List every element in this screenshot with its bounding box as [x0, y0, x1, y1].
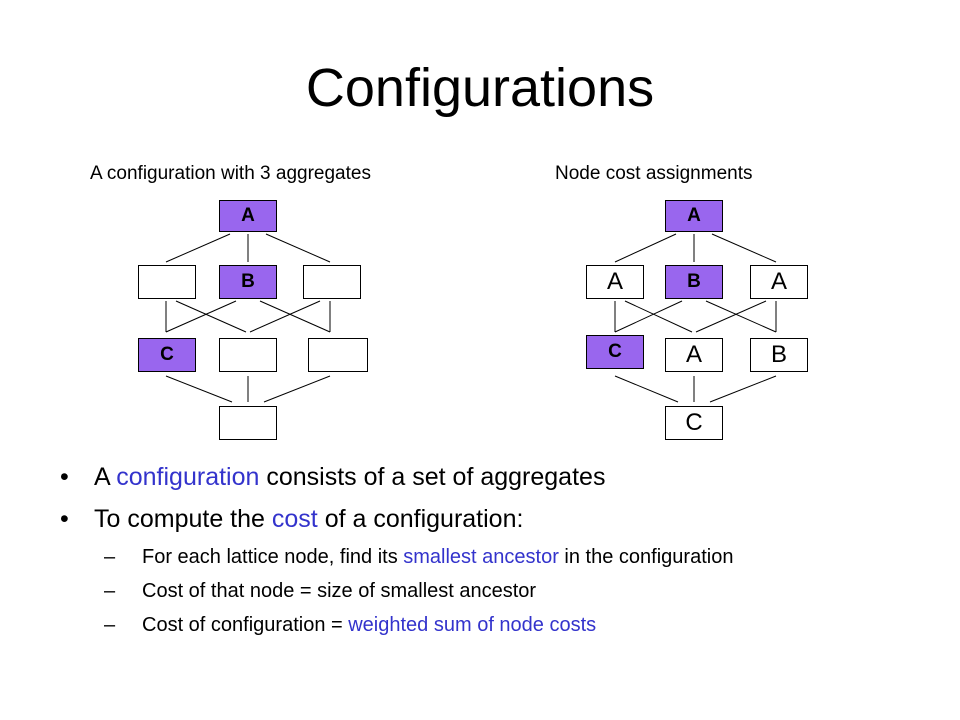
sub-bullet-text: in the configuration [558, 546, 734, 568]
bullet-text: consists of a set of aggregates [259, 463, 606, 491]
right-node-low-right: B [750, 338, 808, 372]
sub-bullet-item: – For each lattice node, find its smalles… [60, 546, 920, 569]
highlight-term: smallest ancestor [403, 546, 559, 568]
right-node-low-left-aggregate: C [586, 335, 644, 369]
edge [624, 300, 693, 333]
edge [711, 233, 777, 263]
edge [175, 300, 247, 333]
sub-bullet-item: – Cost of that node = size of smallest an… [60, 580, 920, 603]
right-node-mid-left: A [586, 265, 644, 299]
sub-bullet-dash: – [104, 580, 116, 602]
left-node-mid-left [138, 265, 196, 299]
lattice-diagrams: A B C A A B A C A B C [138, 200, 808, 440]
edge [614, 300, 683, 333]
left-node-top-aggregate: A [219, 200, 277, 232]
bullet-text: A [94, 463, 117, 491]
sub-bullet-text: For each lattice node, find its [142, 546, 404, 568]
bullet-item: • To compute the cost of a configuration: [60, 504, 920, 534]
edge [614, 233, 677, 263]
left-node-low-right [308, 338, 368, 372]
left-node-mid-center-aggregate: B [219, 265, 277, 299]
right-node-bottom: C [665, 406, 723, 440]
edge [265, 233, 331, 263]
left-node-low-center [219, 338, 277, 372]
left-node-bottom [219, 406, 277, 440]
edge [165, 375, 233, 403]
edge [709, 375, 777, 403]
edge [249, 300, 321, 333]
right-node-top-aggregate: A [665, 200, 723, 232]
edge [614, 375, 679, 403]
lattice-edges [165, 233, 777, 403]
bullet-list: • A configuration consists of a set of ag… [60, 462, 920, 648]
highlight-term: cost [271, 505, 318, 533]
left-node-low-left-aggregate: C [138, 338, 196, 372]
bullet-dot: • [60, 505, 69, 533]
sub-bullet-dash: – [104, 614, 116, 636]
highlight-term: weighted sum of node costs [348, 614, 597, 636]
right-node-mid-center-aggregate: B [665, 265, 723, 299]
left-diagram-caption: A configuration with 3 aggregates [90, 163, 371, 184]
sub-bullet-item: – Cost of configuration = weighted sum of… [60, 614, 920, 637]
sub-bullet-text: Cost of configuration = [142, 614, 349, 636]
sub-bullet-dash: – [104, 546, 116, 568]
bullet-item: • A configuration consists of a set of ag… [60, 462, 920, 492]
edge [705, 300, 777, 333]
right-node-low-center: A [665, 338, 723, 372]
edge [259, 300, 331, 333]
highlight-term: configuration [116, 463, 260, 491]
bullet-dot: • [60, 463, 69, 491]
edge [263, 375, 331, 403]
edge [165, 300, 237, 333]
left-node-mid-right [303, 265, 361, 299]
slide-title: Configurations [305, 58, 655, 118]
bullet-text: of a configuration: [317, 505, 524, 533]
bullet-text: To compute the [94, 505, 272, 533]
right-node-mid-right: A [750, 265, 808, 299]
edge [695, 300, 767, 333]
sub-bullet-text: Cost of that node = size of smallest anc… [142, 580, 537, 602]
edge [165, 233, 231, 263]
right-diagram-caption: Node cost assignments [555, 163, 753, 184]
